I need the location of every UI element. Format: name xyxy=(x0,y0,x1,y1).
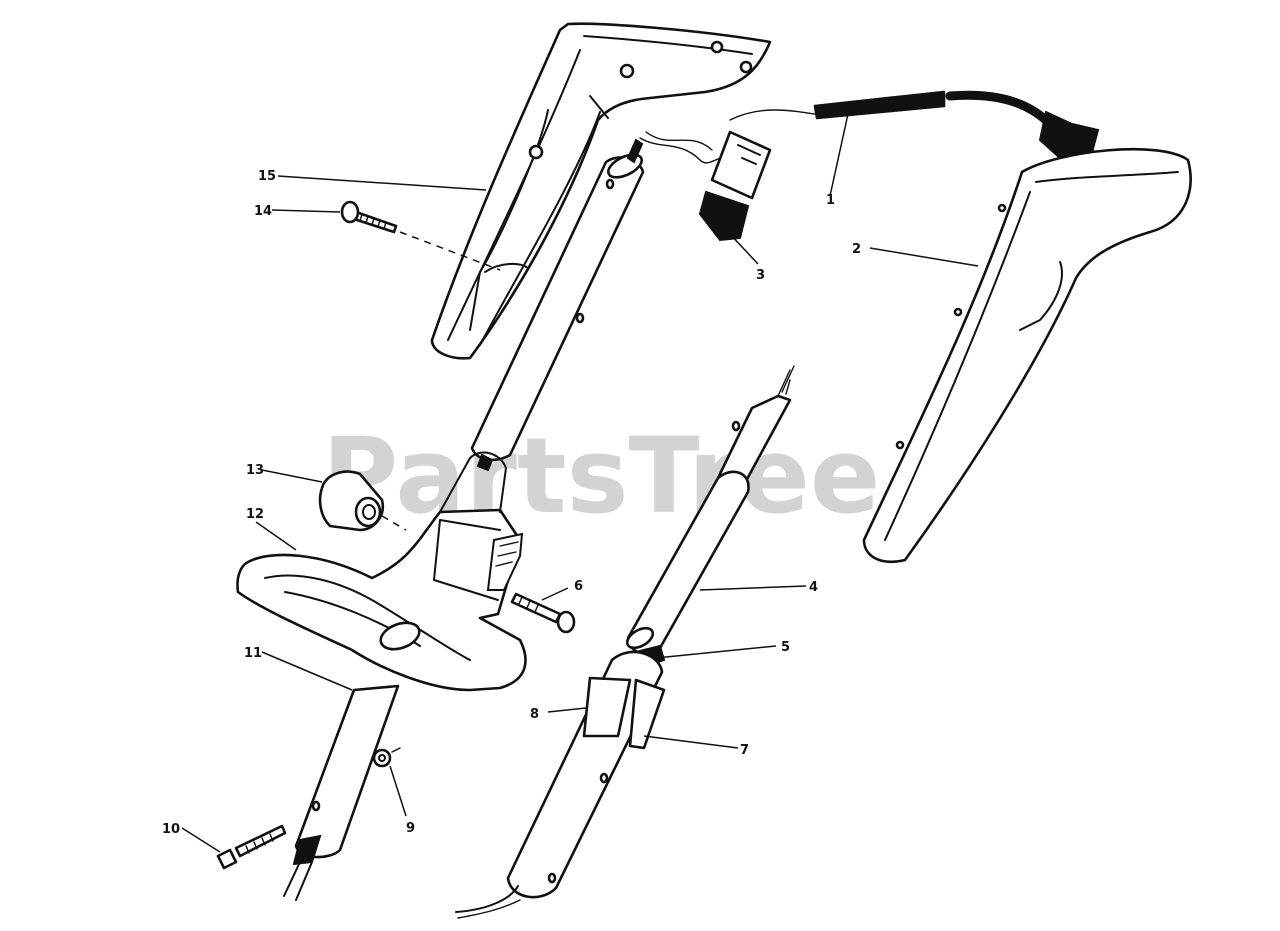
callout-2: 2 xyxy=(852,242,861,257)
bottom-tube-right xyxy=(455,650,664,919)
callout-15: 15 xyxy=(258,169,276,184)
part-11-lower-shaft xyxy=(283,684,400,901)
callout-12: 12 xyxy=(246,507,264,522)
callout-11: 11 xyxy=(244,646,262,661)
part-4-lower-tube xyxy=(625,365,795,656)
part-10-bolt xyxy=(216,824,287,870)
leader-lines xyxy=(181,113,979,853)
part-1-power-cord xyxy=(813,90,1100,162)
callout-13: 13 xyxy=(246,463,264,478)
part-7-plate xyxy=(628,678,666,750)
part-6-bolt xyxy=(510,592,576,634)
part-13-knob xyxy=(318,470,407,532)
callout-4: 4 xyxy=(809,580,818,595)
callout-14: 14 xyxy=(254,204,272,219)
callout-8: 8 xyxy=(530,707,539,722)
part-12-handle-grip xyxy=(236,451,527,692)
callout-1: 1 xyxy=(826,193,835,208)
part-15-left-handle-housing xyxy=(430,22,772,360)
part-9-nut xyxy=(372,747,401,768)
part-2-right-handle-housing xyxy=(862,147,1192,563)
callout-10: 10 xyxy=(162,822,180,837)
callout-6: 6 xyxy=(574,579,583,594)
callout-7: 7 xyxy=(740,743,749,758)
part-3-switch xyxy=(639,109,821,242)
callout-labels: 1 2 3 4 5 6 7 8 9 10 11 12 13 14 15 xyxy=(162,169,861,837)
callout-5: 5 xyxy=(781,640,790,655)
callout-9: 9 xyxy=(406,821,415,836)
callout-3: 3 xyxy=(756,268,765,283)
partstree-watermark: PartsTree xyxy=(322,415,880,537)
part-8-plate xyxy=(582,676,632,738)
part-14-screw xyxy=(340,200,501,271)
